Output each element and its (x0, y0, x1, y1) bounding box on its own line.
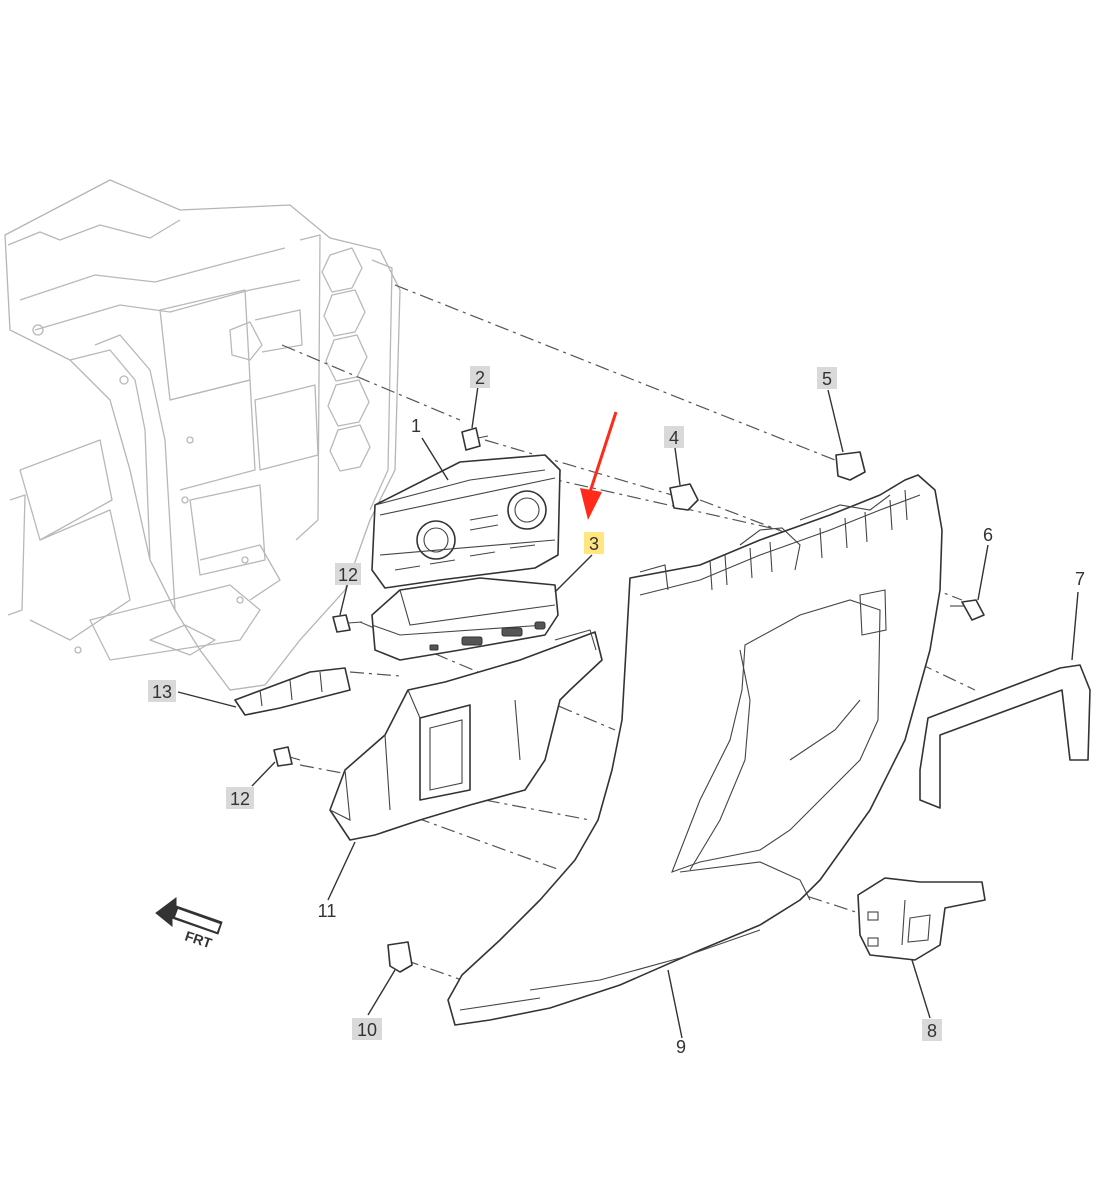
part-12-screw-lower (273, 746, 293, 767)
svg-text:7: 7 (1075, 569, 1085, 589)
fasteners (273, 427, 985, 973)
part-8-power-outlet (857, 877, 986, 961)
svg-text:12: 12 (338, 565, 358, 585)
part-6-screw (961, 599, 985, 621)
callout-7: 7 (1075, 569, 1085, 589)
callout-13: 13 (148, 680, 176, 702)
part-10-clip (387, 941, 413, 973)
svg-text:4: 4 (669, 428, 679, 448)
callout-10: 10 (352, 1018, 382, 1040)
callout-4: 4 (664, 426, 684, 448)
svg-text:12: 12 (230, 789, 250, 809)
svg-text:10: 10 (357, 1020, 377, 1040)
svg-text:11: 11 (318, 901, 337, 921)
callout-1: 1 (411, 416, 421, 436)
callout-3: 3 (584, 532, 604, 554)
part-13-switch (234, 667, 351, 716)
svg-text:1: 1 (411, 416, 421, 436)
part-1-hvac-control (371, 454, 561, 589)
callout-11: 11 (318, 901, 337, 921)
callout-6: 6 (983, 525, 993, 545)
svg-text:3: 3 (589, 534, 599, 554)
part-12-screw-upper (332, 614, 351, 633)
part-2-screw (461, 427, 481, 451)
callout-labels: 1 2 3 4 5 6 7 8 9 (148, 366, 1085, 1057)
callout-8: 8 (922, 1019, 942, 1041)
svg-text:6: 6 (983, 525, 993, 545)
part-11-bracket (329, 629, 603, 841)
part-4-clip (669, 483, 699, 511)
leader-lines (177, 385, 1079, 1039)
part-7-bezel (919, 664, 1091, 809)
front-direction-indicator: FRT (155, 897, 223, 951)
instrument-panel-frame (4, 179, 401, 691)
part-3-usb-module (371, 577, 559, 661)
svg-text:5: 5 (822, 369, 832, 389)
svg-text:13: 13 (152, 682, 172, 702)
part-5-clip (835, 451, 866, 481)
callout-5: 5 (817, 367, 837, 389)
callout-2: 2 (470, 366, 490, 388)
svg-text:8: 8 (927, 1021, 937, 1041)
highlight-arrow (580, 411, 618, 520)
part-9-console-trim (447, 474, 943, 1026)
callout-12-lower: 12 (226, 787, 254, 809)
callout-12-upper: 12 (335, 563, 361, 585)
svg-text:9: 9 (676, 1037, 686, 1057)
callout-9: 9 (676, 1037, 686, 1057)
svg-text:2: 2 (475, 368, 485, 388)
